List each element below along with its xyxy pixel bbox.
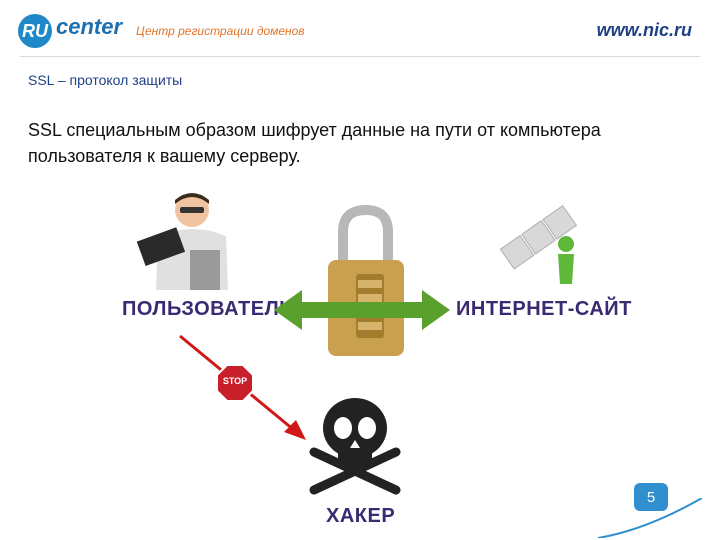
tagline: Центр регистрации доменов [136, 24, 305, 38]
header-divider [20, 56, 700, 57]
header: RU center Центр регистрации доменов www.… [0, 0, 720, 62]
page-arc-decoration [598, 498, 702, 538]
user-figure [136, 193, 228, 290]
logo-text[interactable]: center [56, 14, 123, 39]
slide-body: SSL специальным образом шифрует данные н… [28, 120, 601, 166]
hacker-label: ХАКЕР [326, 505, 396, 527]
stop-sign-text: STOP [222, 376, 248, 386]
slide-title: SSL – протокол защиты [28, 72, 183, 88]
skull-crossbones-icon [309, 398, 401, 495]
page-number: 5 [634, 483, 668, 511]
padlock-icon [328, 204, 404, 356]
logo-mark[interactable]: RU [18, 14, 52, 48]
site-url[interactable]: www.nic.ru [596, 20, 692, 40]
two-way-arrow [274, 290, 450, 330]
user-label: ПОЛЬЗОВАТЕЛЬ [122, 298, 295, 320]
site-label: ИНТЕРНЕТ-САЙТ [456, 298, 632, 320]
stop-sign-icon [216, 364, 254, 402]
www-figure [499, 205, 578, 284]
